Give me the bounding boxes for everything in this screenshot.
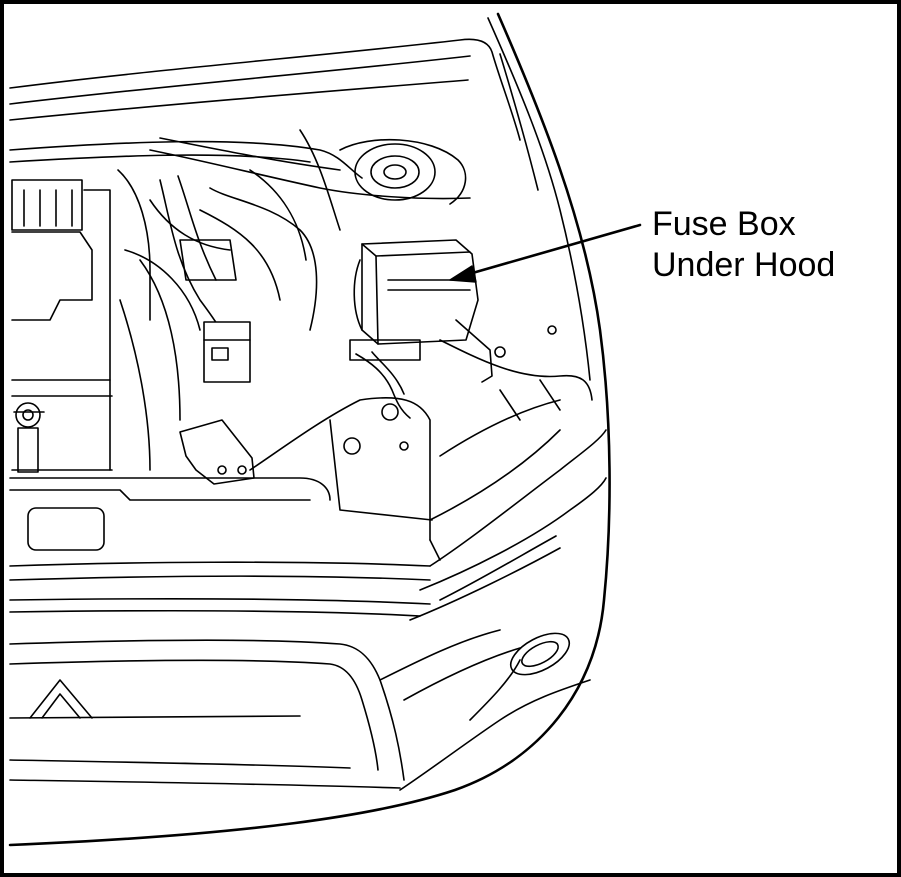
callout-line-1: Fuse Box — [652, 205, 796, 243]
callout-line-2: Under Hood — [652, 246, 836, 284]
strut-tower — [9, 129, 471, 231]
radiator-support — [9, 477, 431, 581]
headlight — [409, 429, 607, 621]
front-bumper — [9, 598, 591, 791]
fog-light — [509, 632, 571, 676]
emblem-triangle — [29, 679, 93, 719]
engine-block — [11, 169, 151, 471]
mounting-bracket — [179, 419, 255, 485]
hood-fender-outline — [8, 12, 611, 847]
fuse-box-callout-label: Fuse Box Under Hood — [652, 204, 835, 286]
wiring-harness — [349, 339, 421, 419]
front-bulkhead — [249, 325, 593, 561]
engine-bay-drawing — [8, 12, 642, 847]
fuse-box — [353, 239, 506, 383]
radiator-cap — [13, 402, 45, 473]
callout-leader-arrow — [449, 223, 642, 283]
relay-component — [203, 321, 251, 383]
